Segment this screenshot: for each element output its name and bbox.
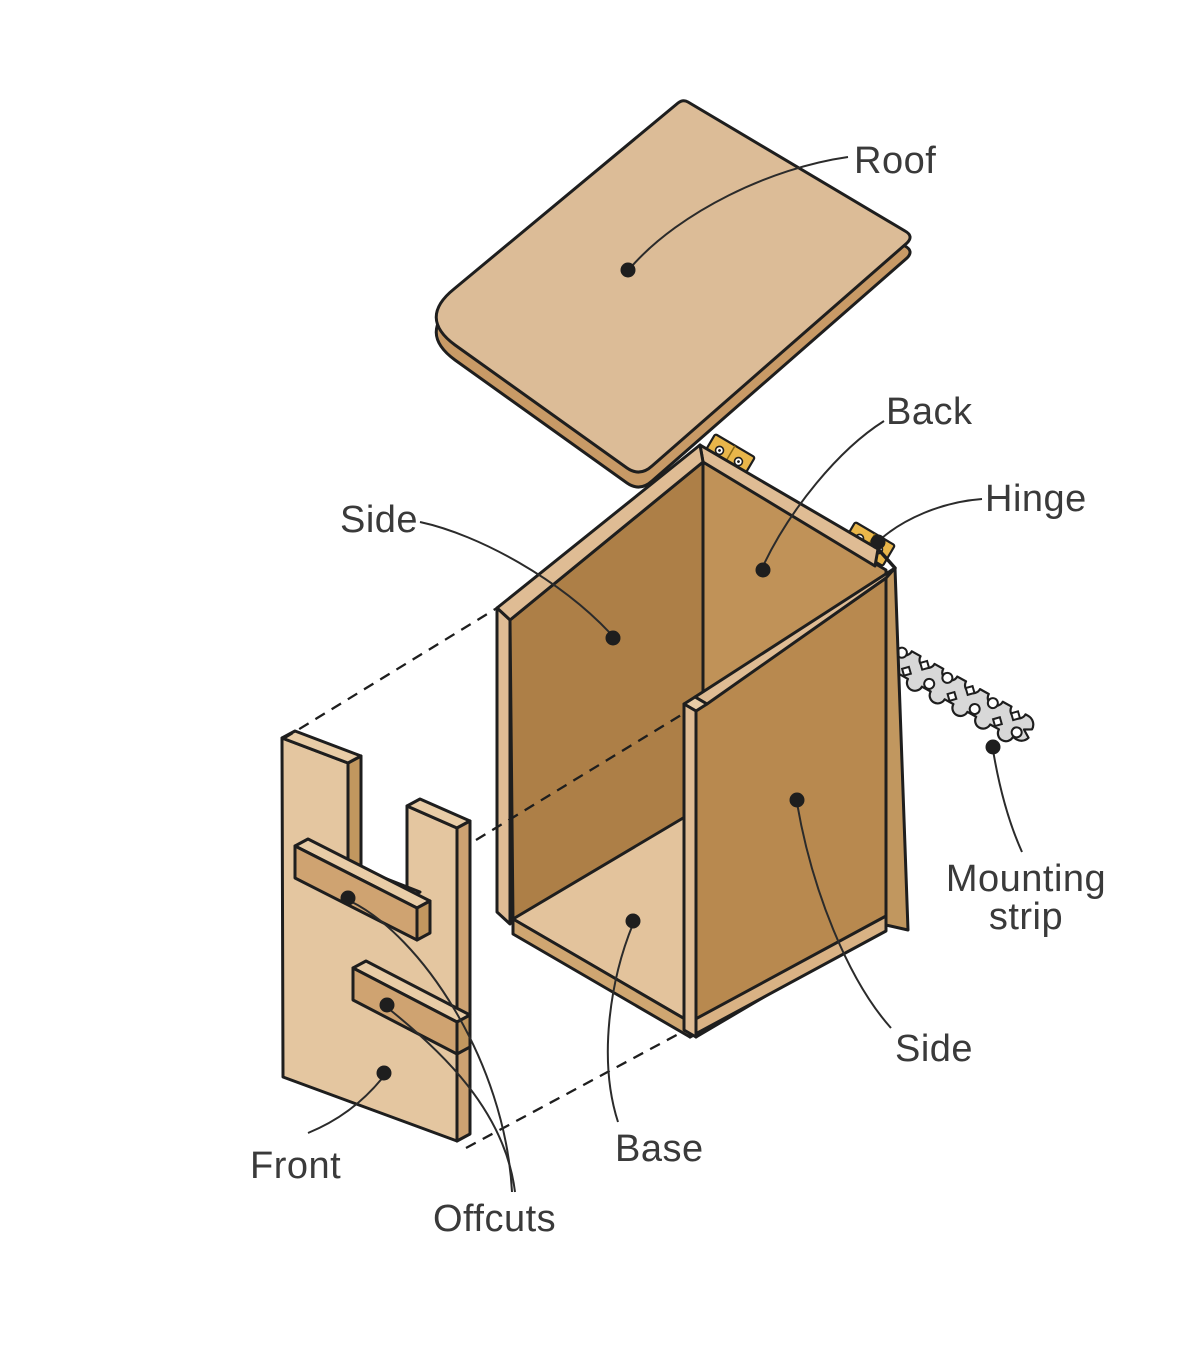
right-back-edge (884, 566, 910, 932)
side-right-leader-dot (789, 792, 805, 808)
roof-leader-dot (620, 262, 636, 278)
mounting-strip-leader-line (992, 749, 1023, 853)
offcut2-leader-line (388, 1008, 516, 1193)
label-hinge: Hinge (985, 478, 1087, 520)
front-panel-face (280, 736, 459, 1143)
back-leader-line (763, 420, 885, 565)
label-mounting-strip-line2: strip (989, 896, 1063, 938)
base-leader-dot (625, 913, 641, 929)
hinge-leader-line (881, 498, 983, 539)
front-leader-dot (376, 1065, 392, 1081)
right-front-edge (682, 702, 698, 1039)
base-leader-line (606, 923, 634, 1123)
label-offcuts: Offcuts (433, 1198, 556, 1240)
dashed-guide-top-right (475, 711, 687, 841)
offcut1-end-cap (415, 899, 432, 942)
label-base: Base (615, 1128, 704, 1170)
offcut1-front-face (293, 844, 419, 942)
offcut-strip-2 (351, 959, 472, 1056)
leader-lines (307, 156, 1023, 1193)
mounting-strip (880, 640, 1035, 743)
mounting-strip-leader-dot (985, 739, 1001, 755)
front-panel (280, 729, 472, 1143)
back-leader-dot (755, 562, 771, 578)
offcut2-front-face (351, 966, 459, 1056)
labels: Roof Back Hinge Side Mounting strip Side… (250, 140, 1106, 1240)
offcut-strip-1 (293, 837, 432, 942)
roof-leader-line (631, 156, 849, 267)
roof-top-face (434, 99, 912, 474)
side-right-leader-line (796, 802, 892, 1029)
label-front: Front (250, 1145, 341, 1187)
box-right-side-panel (682, 566, 910, 1039)
roof-panel (434, 99, 912, 489)
front-leader-line (307, 1075, 385, 1134)
label-mounting-strip-line1: Mounting (946, 858, 1106, 900)
hinge-leader-dot (870, 534, 886, 550)
side-left-leader-dot (605, 630, 621, 646)
offcut1-leader-dot (340, 890, 356, 906)
mounting-strip-body (880, 640, 1035, 743)
label-back: Back (886, 391, 973, 433)
label-roof: Roof (854, 140, 936, 182)
label-side-right: Side (895, 1028, 973, 1070)
box-left-side-panel (495, 443, 705, 926)
front-right-edge (455, 819, 472, 1143)
back-right-corner-line (876, 547, 897, 570)
mounting-strip-holes (895, 646, 1023, 739)
side-left-leader-line (419, 521, 611, 634)
left-front-edge (495, 606, 512, 926)
label-side-left: Side (340, 499, 418, 541)
front-notch-left-face (346, 754, 363, 878)
offcut2-leader-dot (379, 997, 395, 1013)
dashed-guide-top-left (282, 607, 498, 740)
offcut1-leader-line (349, 900, 513, 1193)
